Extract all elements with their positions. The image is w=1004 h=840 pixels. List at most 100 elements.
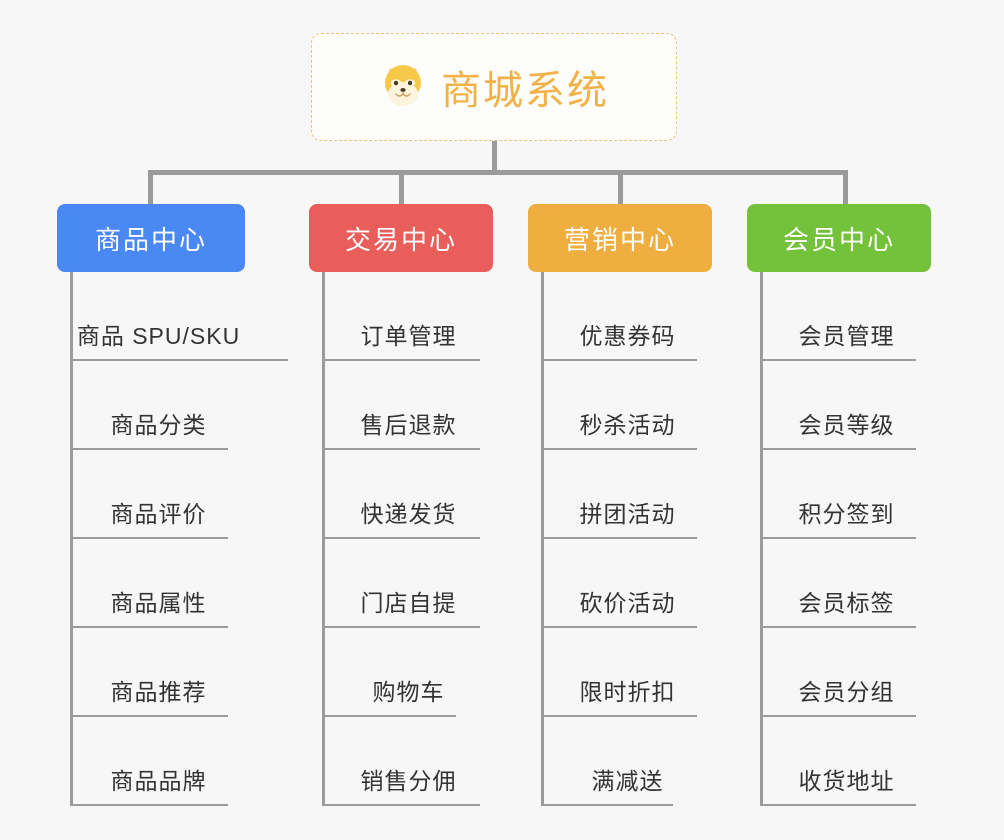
leaf-item[interactable]: 门店自提 <box>322 539 493 628</box>
leaf-spine-4 <box>760 272 763 806</box>
leaf-item[interactable]: 收货地址 <box>760 717 931 806</box>
category-header-4-label: 会员中心 <box>782 224 895 255</box>
category-header-1-label: 商品中心 <box>94 224 207 255</box>
leaf-label: 门店自提 <box>360 590 457 616</box>
connector-drop-2 <box>399 170 404 208</box>
leaf-list-3: 优惠券码 秒杀活动 拼团活动 砍价活动 限时折扣 满减送 <box>528 272 712 806</box>
leaf-label: 满减送 <box>591 768 664 794</box>
leaf-spine-3 <box>541 272 544 806</box>
leaf-item[interactable]: 快递发货 <box>322 450 493 539</box>
branch-column-3: 营销中心 优惠券码 秒杀活动 拼团活动 砍价活动 限时折扣 <box>528 204 712 806</box>
leaf-label: 售后退款 <box>360 412 457 438</box>
leaf-spine-1 <box>70 272 73 806</box>
leaf-label: 会员等级 <box>798 412 895 438</box>
branch-column-1: 商品中心 商品 SPU/SKU 商品分类 商品评价 商品属性 商品推荐 <box>57 204 288 806</box>
connector-root-stem <box>492 141 497 173</box>
leaf-underline <box>760 626 916 628</box>
leaf-underline <box>541 448 697 450</box>
leaf-label: 优惠券码 <box>579 323 676 349</box>
leaf-underline <box>541 626 697 628</box>
leaf-underline <box>322 448 480 450</box>
branch-column-2: 交易中心 订单管理 售后退款 快递发货 门店自提 购物车 <box>309 204 493 806</box>
leaf-underline <box>541 804 673 806</box>
leaf-item[interactable]: 订单管理 <box>322 272 493 361</box>
leaf-underline <box>760 537 916 539</box>
leaf-label: 砍价活动 <box>579 590 676 616</box>
leaf-item[interactable]: 会员管理 <box>760 272 931 361</box>
leaf-underline <box>70 715 228 717</box>
leaf-label: 拼团活动 <box>579 501 676 527</box>
leaf-item[interactable]: 商品评价 <box>70 450 245 539</box>
leaf-label: 销售分佣 <box>360 768 457 794</box>
leaf-item[interactable]: 砍价活动 <box>541 539 712 628</box>
leaf-item[interactable]: 销售分佣 <box>322 717 493 806</box>
branch-column-4: 会员中心 会员管理 会员等级 积分签到 会员标签 会员分组 <box>747 204 931 806</box>
leaf-underline <box>760 804 916 806</box>
leaf-item[interactable]: 拼团活动 <box>541 450 712 539</box>
leaf-item[interactable]: 商品品牌 <box>70 717 245 806</box>
leaf-item[interactable]: 积分签到 <box>760 450 931 539</box>
category-header-2-label: 交易中心 <box>344 224 457 255</box>
leaf-item[interactable]: 售后退款 <box>322 361 493 450</box>
leaf-item[interactable]: 商品推荐 <box>70 628 245 717</box>
leaf-label: 订单管理 <box>360 323 457 349</box>
leaf-label: 商品评价 <box>110 501 207 527</box>
leaf-item[interactable]: 商品属性 <box>70 539 245 628</box>
leaf-label: 会员标签 <box>798 590 895 616</box>
leaf-item[interactable]: 限时折扣 <box>541 628 712 717</box>
leaf-underline <box>322 804 480 806</box>
leaf-underline <box>541 537 697 539</box>
leaf-underline <box>322 537 480 539</box>
leaf-spine-2 <box>322 272 325 806</box>
leaf-list-4: 会员管理 会员等级 积分签到 会员标签 会员分组 收货地址 <box>747 272 931 806</box>
leaf-item[interactable]: 商品分类 <box>70 361 245 450</box>
leaf-label: 商品 SPU/SKU <box>76 323 241 349</box>
leaf-underline <box>760 448 916 450</box>
leaf-list-2: 订单管理 售后退款 快递发货 门店自提 购物车 销售分佣 <box>309 272 493 806</box>
category-header-3-label: 营销中心 <box>563 224 676 255</box>
leaf-list-1: 商品 SPU/SKU 商品分类 商品评价 商品属性 商品推荐 商品品牌 <box>57 272 288 806</box>
leaf-item[interactable]: 秒杀活动 <box>541 361 712 450</box>
shiba-inu-icon <box>379 63 427 111</box>
leaf-label: 商品品牌 <box>110 768 207 794</box>
leaf-label: 会员分组 <box>798 679 895 705</box>
connector-drop-3 <box>618 170 623 208</box>
leaf-label: 秒杀活动 <box>579 412 676 438</box>
category-header-4[interactable]: 会员中心 <box>747 204 931 272</box>
connector-drop-4 <box>843 170 848 208</box>
leaf-underline <box>760 359 916 361</box>
leaf-item[interactable]: 会员等级 <box>760 361 931 450</box>
leaf-label: 收货地址 <box>798 768 895 794</box>
leaf-item[interactable]: 会员标签 <box>760 539 931 628</box>
leaf-underline <box>70 448 228 450</box>
root-node[interactable]: 商城系统 <box>311 33 677 141</box>
leaf-underline <box>760 715 916 717</box>
connector-horizontal-bus <box>148 170 848 175</box>
category-header-1[interactable]: 商品中心 <box>57 204 245 272</box>
category-header-3[interactable]: 营销中心 <box>528 204 712 272</box>
leaf-item[interactable]: 购物车 <box>322 628 493 717</box>
leaf-label: 商品属性 <box>110 590 207 616</box>
leaf-label: 限时折扣 <box>579 679 676 705</box>
leaf-underline <box>70 626 228 628</box>
leaf-label: 购物车 <box>372 679 445 705</box>
leaf-underline <box>70 359 288 361</box>
leaf-label: 商品推荐 <box>110 679 207 705</box>
root-title: 商城系统 <box>441 69 609 113</box>
leaf-item[interactable]: 商品 SPU/SKU <box>70 272 288 361</box>
category-header-2[interactable]: 交易中心 <box>309 204 493 272</box>
leaf-underline <box>70 804 228 806</box>
leaf-underline <box>541 359 697 361</box>
leaf-item[interactable]: 会员分组 <box>760 628 931 717</box>
leaf-label: 积分签到 <box>798 501 895 527</box>
leaf-label: 商品分类 <box>110 412 207 438</box>
connector-drop-1 <box>148 170 153 208</box>
leaf-item[interactable]: 满减送 <box>541 717 712 806</box>
leaf-label: 会员管理 <box>798 323 895 349</box>
leaf-underline <box>322 359 480 361</box>
leaf-item[interactable]: 优惠券码 <box>541 272 712 361</box>
leaf-underline <box>322 715 456 717</box>
leaf-underline <box>322 626 480 628</box>
leaf-underline <box>541 715 697 717</box>
